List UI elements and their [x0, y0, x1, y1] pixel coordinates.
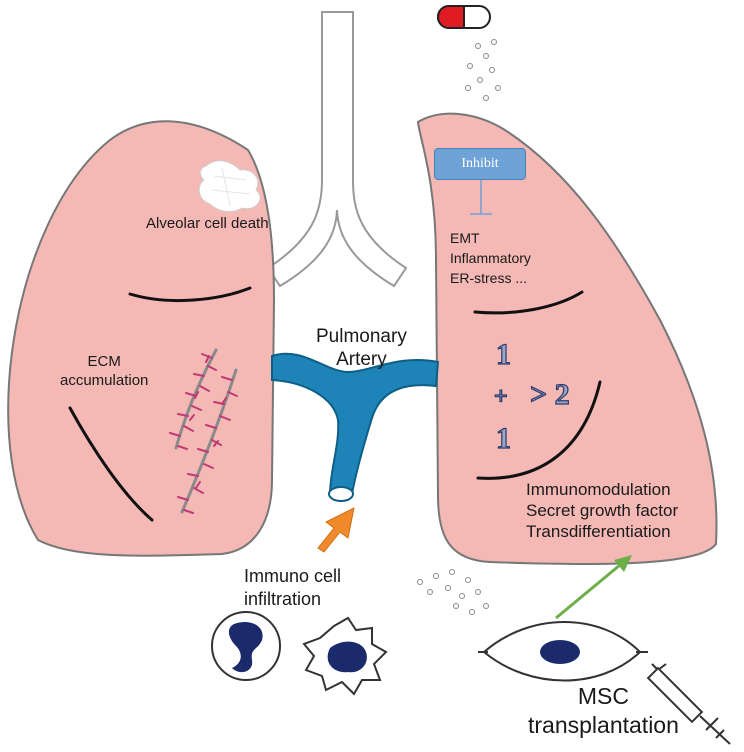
ecm-fibers-icon: [169, 348, 238, 514]
msc-cell-icon: [478, 621, 648, 682]
effect-inflammatory: Inflammatory: [450, 250, 531, 266]
inhibit-box: Inhibit: [434, 148, 526, 180]
effect-er-stress: ER-stress ...: [450, 270, 528, 286]
macrophage-cell-icon: [302, 616, 388, 696]
trachea-icon: [266, 11, 408, 288]
pulmonary-artery-icon: [271, 352, 440, 502]
inhibited-effects-list: EMT Inflammatory ER-stress ...: [450, 228, 531, 288]
msc-particles: [417, 569, 489, 615]
msc-benefits-list: Immunomodulation Secret growth factor Tr…: [526, 479, 678, 542]
benefit-immunomodulation: Immunomodulation: [526, 480, 671, 499]
lung-fissures: [68, 286, 602, 522]
green-arrow-icon: [555, 555, 632, 620]
synergy-formula: 1 + > 2 1: [493, 337, 570, 455]
pulmonary-artery-label: Pulmonary Artery: [316, 325, 407, 371]
neutrophil-cell-icon: [211, 611, 281, 681]
pill-capsule-icon: [437, 5, 491, 29]
ecm-label-line1: ECM: [87, 353, 121, 370]
orange-arrow-icon: [317, 507, 355, 553]
svg-text:1: 1: [496, 338, 511, 371]
syringe-icon: [646, 663, 731, 745]
immuno-cell-infiltration-label: Immuno cell infiltration: [244, 565, 341, 611]
alveolar-damage-icon: [198, 160, 261, 212]
svg-text:1: 1: [496, 422, 511, 455]
pulmonary-label-line2: Artery: [336, 349, 387, 370]
ecm-accumulation-label: ECM accumulation: [60, 352, 148, 390]
msc-label-line1: MSC: [577, 683, 629, 709]
effect-emt: EMT: [450, 230, 480, 246]
immuno-label-line2: infiltration: [244, 589, 322, 609]
ecm-label-line2: accumulation: [60, 372, 149, 389]
pill-particles: [465, 39, 501, 101]
alveolar-cell-death-label: Alveolar cell death: [146, 215, 269, 232]
msc-transplantation-label: MSC transplantation: [528, 682, 679, 740]
msc-label-line2: transplantation: [528, 712, 679, 738]
right-lung: [416, 112, 718, 566]
pulmonary-label-line1: Pulmonary: [316, 326, 407, 347]
svg-text:+: +: [494, 384, 508, 410]
benefit-growth-factor: Secret growth factor: [526, 501, 679, 520]
inhibit-connector: [470, 180, 492, 215]
benefit-transdifferentiation: Transdifferentiation: [526, 522, 671, 541]
immuno-label-line1: Immuno cell: [244, 566, 342, 586]
svg-text:> 2: > 2: [530, 378, 570, 411]
